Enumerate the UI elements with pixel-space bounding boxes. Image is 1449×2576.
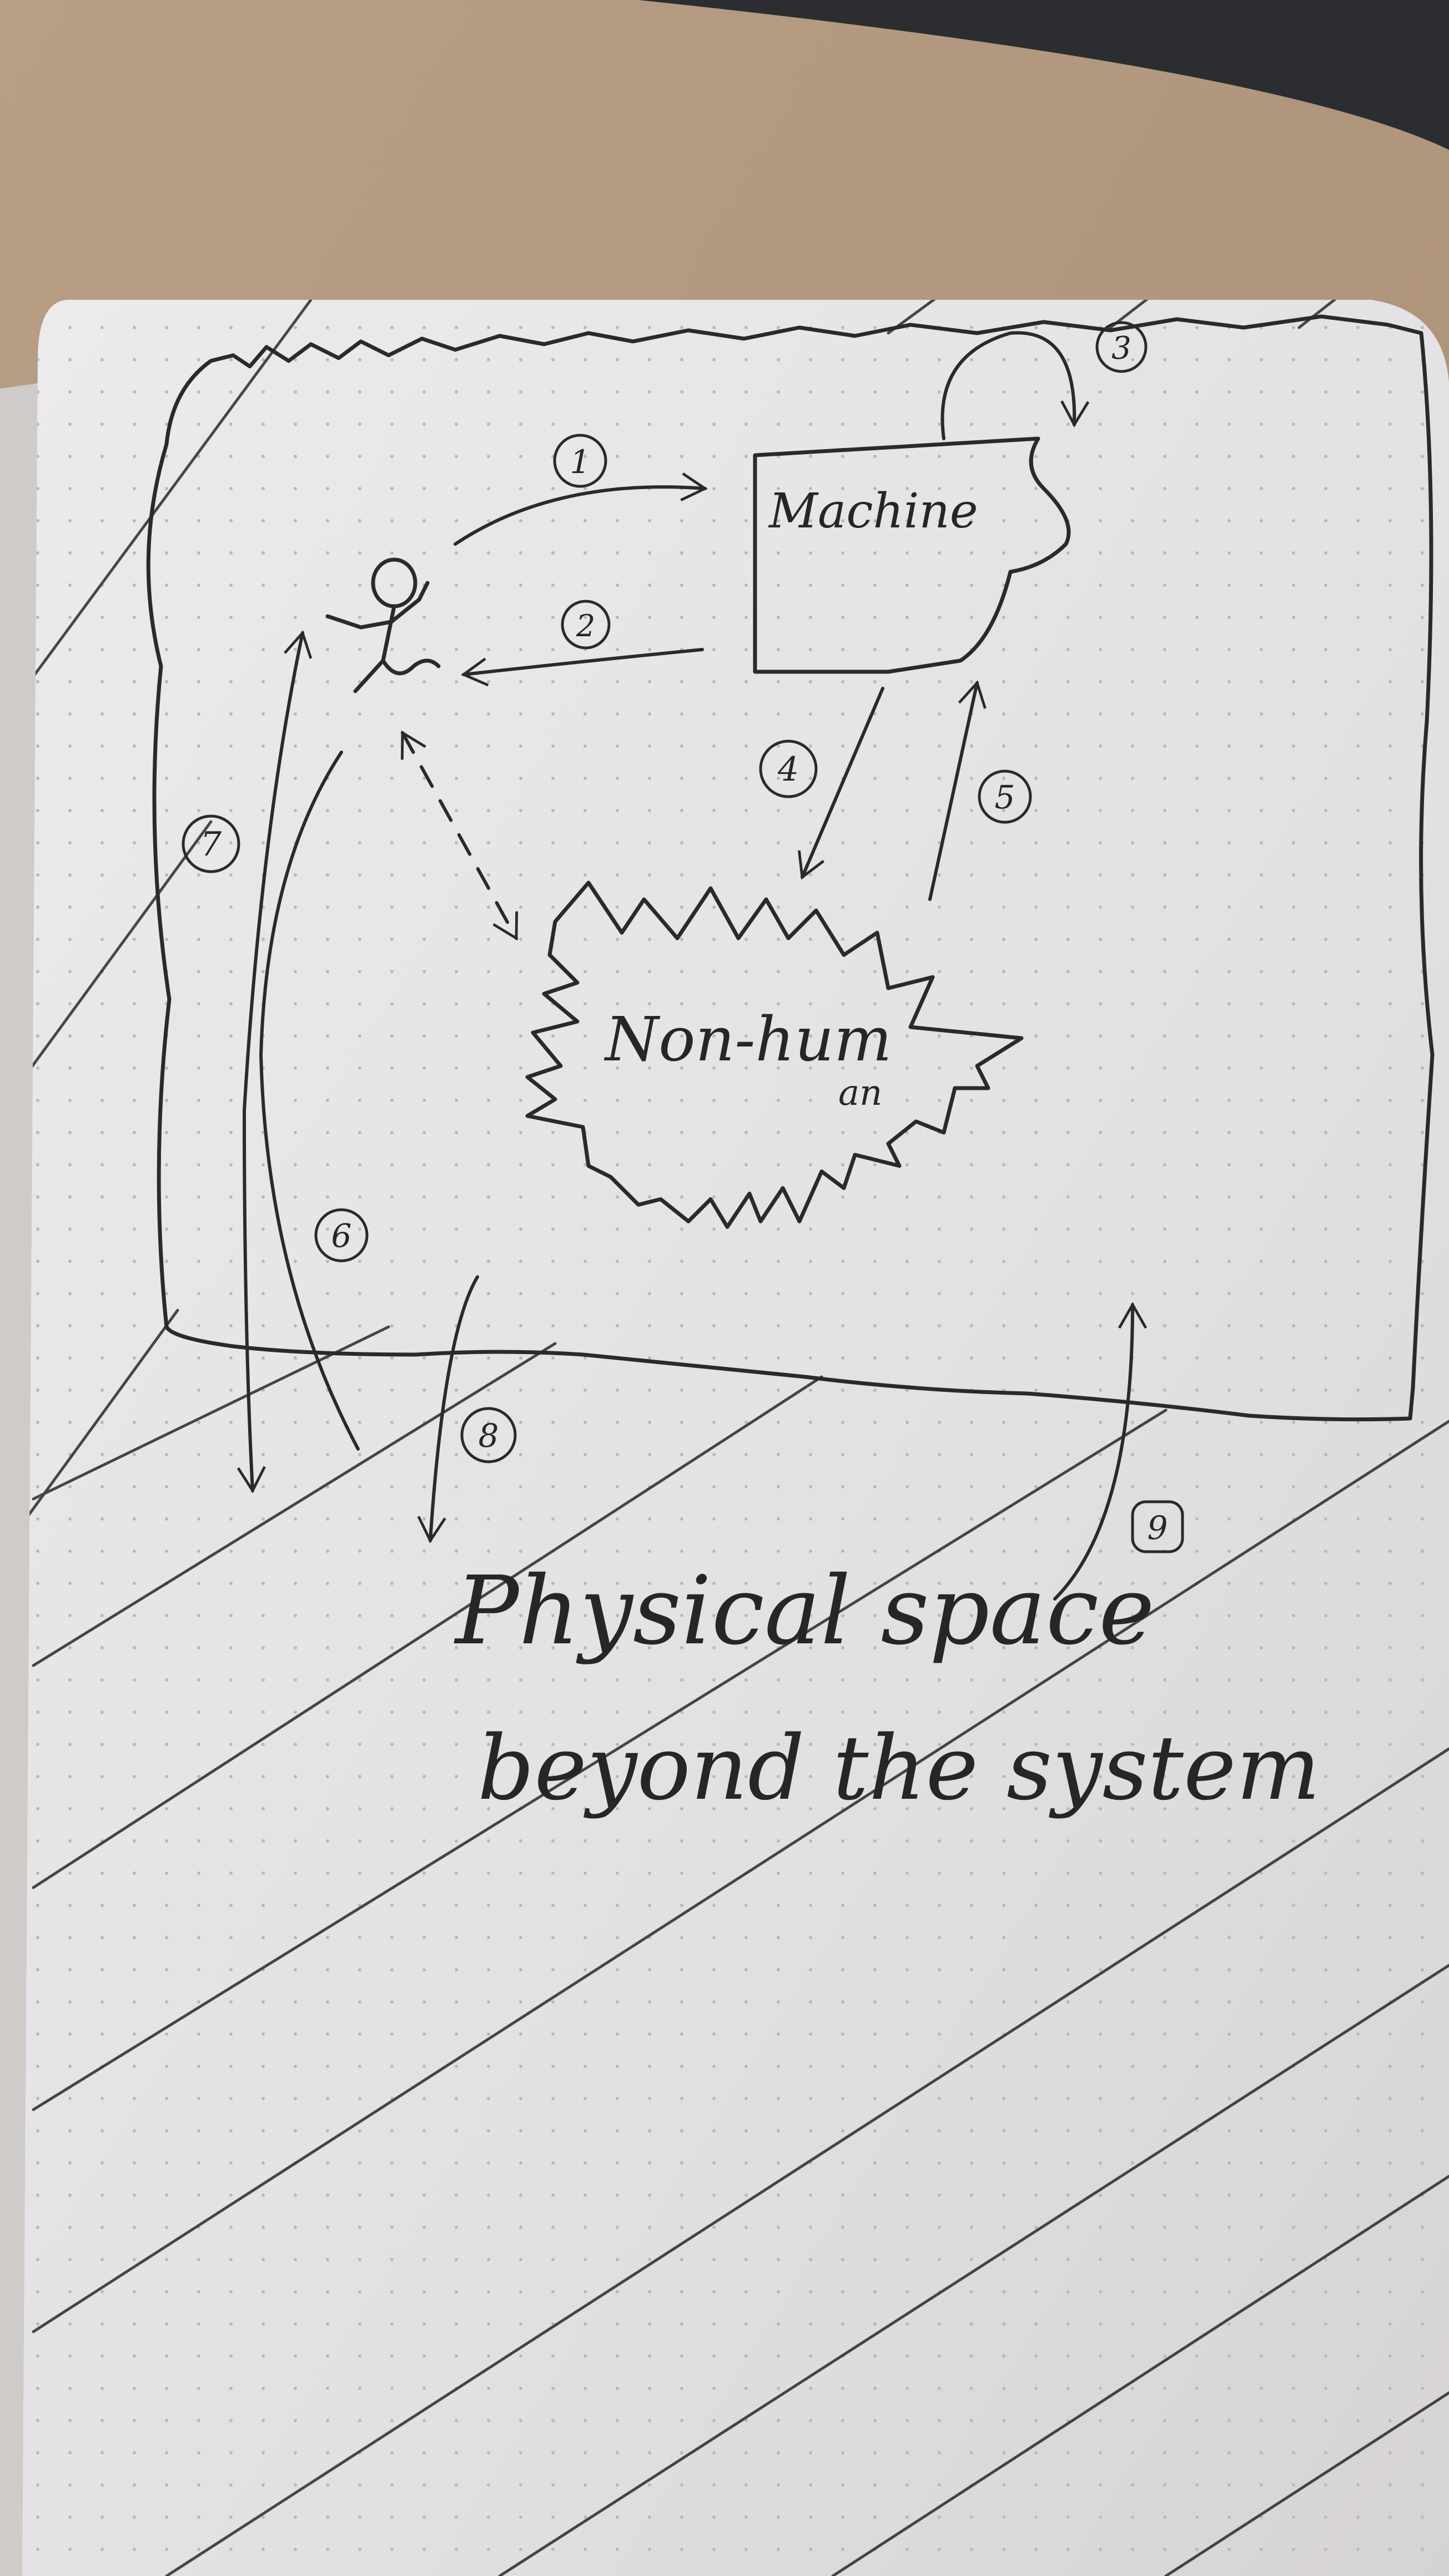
arrow-number-labels: 1 2 3 4 5 6 7 <box>182 321 1184 1553</box>
non-human-label-line2: an <box>838 1073 882 1114</box>
machine-box <box>753 436 1071 674</box>
svg-text:6: 6 <box>331 1217 352 1255</box>
arrow-label-2: 2 <box>561 600 611 650</box>
arrow-5-nonhuman-to-machine <box>928 680 987 901</box>
arrow-label-3: 3 <box>1095 321 1148 373</box>
svg-text:9: 9 <box>1148 1509 1168 1547</box>
arrow-7-bidirectional <box>237 630 313 1493</box>
arrow-2-machine-to-human <box>461 648 704 687</box>
arrow-label-1: 1 <box>553 434 607 488</box>
svg-text:8: 8 <box>479 1417 499 1455</box>
svg-text:2: 2 <box>576 608 595 643</box>
human-stick-figure <box>325 557 441 693</box>
arrow-label-8: 8 <box>460 1407 517 1463</box>
svg-text:7: 7 <box>200 825 222 864</box>
physical-space-label-line1: Physical space <box>454 1556 1155 1666</box>
non-human-starburst <box>525 881 1024 1229</box>
arrow-3-machine-self <box>940 331 1090 440</box>
arrow-1-human-to-machine <box>454 472 708 546</box>
arrow-label-5: 5 <box>978 769 1032 824</box>
svg-text:1: 1 <box>570 443 591 481</box>
dark-object-top-right <box>638 0 1449 150</box>
svg-text:3: 3 <box>1111 330 1131 366</box>
arrow-human-nonhuman-dashed <box>400 730 519 941</box>
machine-label: Machine <box>768 484 978 539</box>
system-boundary <box>146 314 1435 1422</box>
hatching-lines <box>22 300 1449 2576</box>
arrow-label-6: 6 <box>314 1208 369 1262</box>
svg-text:5: 5 <box>995 778 1015 816</box>
arrow-9-physical-to-system <box>1053 1302 1148 1601</box>
dot-grid <box>22 300 1449 2576</box>
arrow-label-7: 7 <box>182 814 240 873</box>
arrow-8-to-physical <box>417 1275 479 1543</box>
arrow-label-9: 9 <box>1131 1500 1184 1553</box>
arrow-label-4: 4 <box>759 739 818 798</box>
non-human-label-line1: Non-hum <box>603 1004 892 1075</box>
physical-space-label-line2: beyond the system <box>477 1716 1320 1820</box>
svg-text:4: 4 <box>777 750 799 789</box>
diagram-arrows <box>237 331 1148 1601</box>
arrow-4-machine-to-nonhuman <box>798 687 884 880</box>
